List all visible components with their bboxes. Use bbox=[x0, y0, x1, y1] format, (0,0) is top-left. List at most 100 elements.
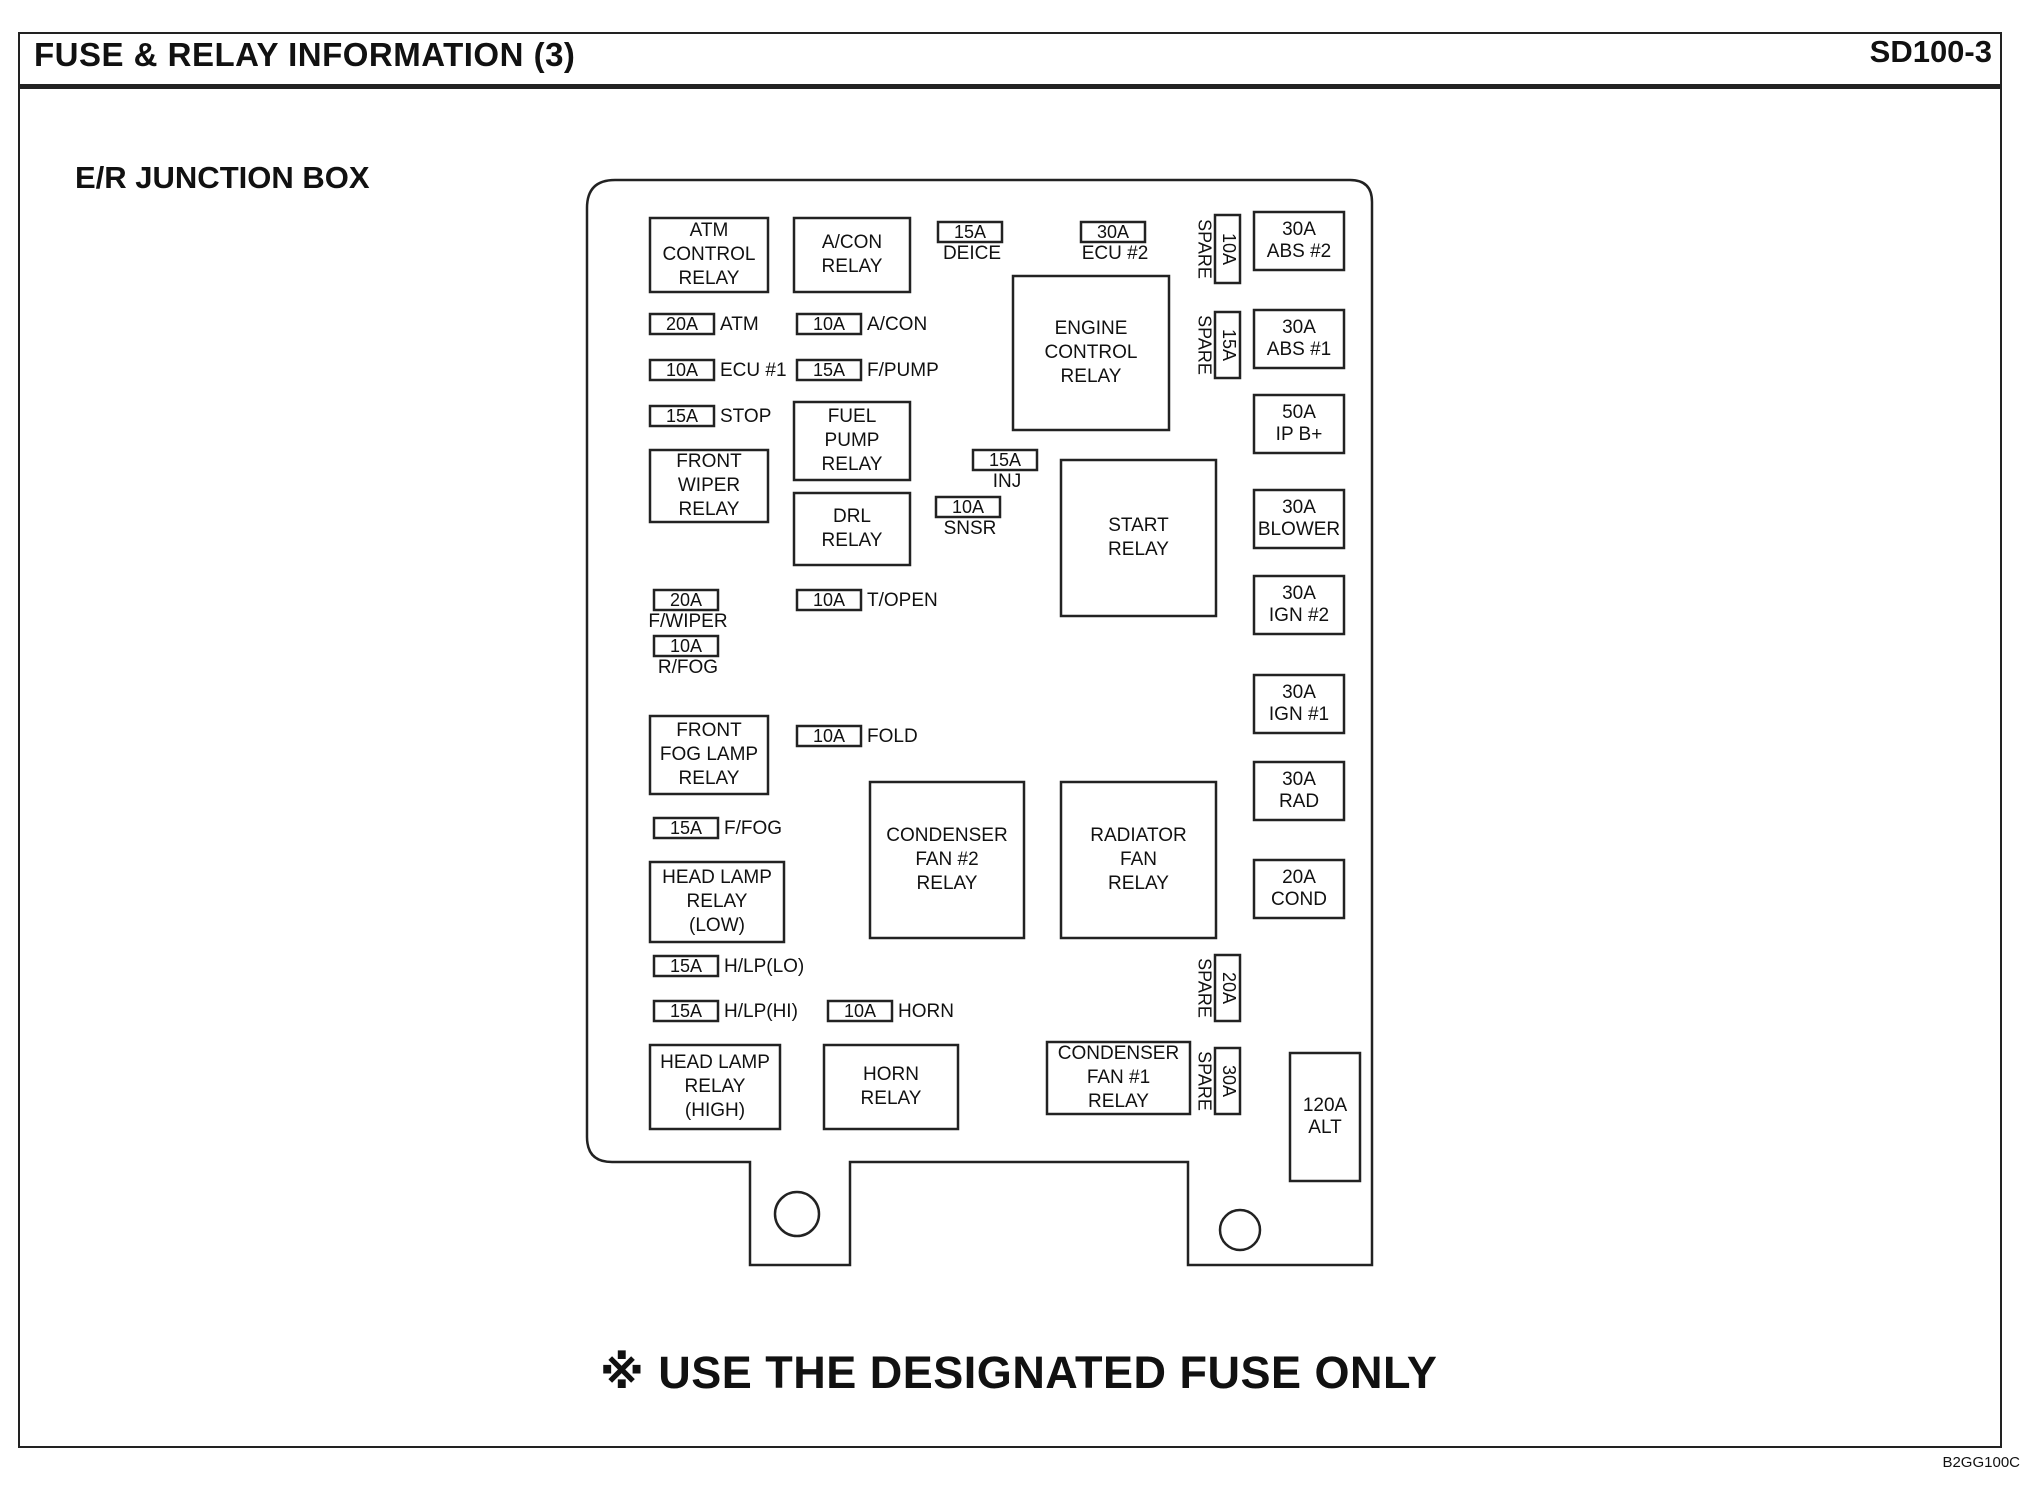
relay-label-line: RELAY bbox=[822, 530, 883, 551]
relay-label-line: FUEL bbox=[828, 406, 877, 427]
junction-box-outline bbox=[585, 178, 1374, 1267]
relay-label-line: RELAY bbox=[679, 268, 740, 289]
fusible-link-box bbox=[1252, 858, 1346, 920]
horn-relay: HORN RELAY bbox=[822, 1043, 960, 1131]
fusible-link-box bbox=[1252, 393, 1346, 455]
fusible-link-amp: 30A bbox=[1282, 317, 1316, 338]
fuse-amp: 10A bbox=[666, 360, 698, 380]
relay-label-line: HORN bbox=[863, 1064, 919, 1085]
page-code: SD100-3 bbox=[1869, 34, 1992, 69]
fuse-amp: 15A bbox=[989, 450, 1021, 470]
relay-box bbox=[792, 216, 912, 294]
spare-fuse-label: SPARE bbox=[1194, 958, 1214, 1018]
fuse-amp: 15A bbox=[954, 222, 986, 242]
mounting-hole-right bbox=[1218, 1208, 1262, 1252]
fuse-label: F/FOG bbox=[724, 818, 782, 839]
fuse-amp: 15A bbox=[670, 818, 702, 838]
fuse-amp: 10A bbox=[670, 636, 702, 656]
fuse-box bbox=[795, 358, 863, 382]
drl-relay: DRL RELAY bbox=[792, 491, 912, 567]
fusible-link-amp: 30A bbox=[1282, 769, 1316, 790]
relay-label-line: PUMP bbox=[825, 430, 880, 451]
spare-fuse-box bbox=[1213, 213, 1242, 285]
fusible-link-amp: 50A bbox=[1282, 402, 1316, 423]
fuse-stop: 15A STOP bbox=[648, 404, 771, 428]
image-code: B2GG100C bbox=[1942, 1454, 2020, 1471]
fuse-box bbox=[652, 634, 720, 658]
relay-label-line: WIPER bbox=[678, 475, 740, 496]
relay-label-line: CONTROL bbox=[663, 244, 756, 265]
fusible-link-amp: 30A bbox=[1282, 583, 1316, 604]
fuse-box bbox=[971, 448, 1039, 472]
atm-control-relay: ATM CONTROL RELAY bbox=[648, 216, 770, 294]
fuse-label: F/PUMP bbox=[867, 360, 939, 381]
relay-label-line: RELAY bbox=[687, 891, 748, 912]
relay-label-line: RADIATOR bbox=[1090, 825, 1186, 846]
fusible-link-amp: 30A bbox=[1282, 497, 1316, 518]
fusible-link-box bbox=[1252, 760, 1346, 822]
fusible-link-label: BLOWER bbox=[1258, 519, 1340, 540]
fuse-ecu1: 10A ECU #1 bbox=[648, 358, 787, 382]
spare-fuse-label: SPARE bbox=[1194, 1051, 1214, 1111]
relay-label-line: CONDENSER bbox=[1058, 1043, 1179, 1064]
fuse-box bbox=[795, 588, 863, 612]
fuse-label: R/FOG bbox=[658, 657, 718, 678]
relay-box bbox=[1045, 1040, 1192, 1116]
relay-label-line: RELAY bbox=[1108, 539, 1169, 560]
relay-label-line: HEAD LAMP bbox=[660, 1052, 770, 1073]
relay-label-line: ENGINE bbox=[1055, 318, 1128, 339]
fuse-label: A/CON bbox=[867, 314, 927, 335]
fuse-amp: 15A bbox=[813, 360, 845, 380]
page-title: FUSE & RELAY INFORMATION (3) bbox=[34, 36, 576, 73]
fusible-link-box bbox=[1252, 210, 1346, 272]
fuse-ffog: 15A F/FOG bbox=[652, 816, 782, 840]
mounting-hole-left bbox=[773, 1190, 821, 1238]
relay-label-line: DRL bbox=[833, 506, 871, 527]
fuse-box bbox=[936, 220, 1004, 244]
fuse-box bbox=[934, 495, 1002, 519]
fuse-box bbox=[652, 588, 720, 612]
relay-box bbox=[648, 1043, 782, 1131]
relay-label-line: (HIGH) bbox=[685, 1100, 745, 1121]
fusible-link-label: IGN #2 bbox=[1269, 605, 1329, 626]
fuse-label: STOP bbox=[720, 406, 771, 427]
fuse-label: INJ bbox=[993, 471, 1022, 492]
spare-fuse-amp: 15A bbox=[1219, 329, 1239, 361]
fusible-link-box bbox=[1252, 574, 1346, 636]
fuse-amp: 15A bbox=[666, 406, 698, 426]
relay-box bbox=[822, 1043, 960, 1131]
relay-label-line: FAN #1 bbox=[1087, 1067, 1150, 1088]
fuse-amp: 15A bbox=[670, 956, 702, 976]
fuse-label: ECU #1 bbox=[720, 360, 787, 381]
relay-label-line: RELAY bbox=[861, 1088, 922, 1109]
fusible-link-box bbox=[1252, 308, 1346, 370]
fuse-amp: 20A bbox=[670, 590, 702, 610]
relay-label-line: ATM bbox=[690, 220, 729, 241]
relay-box bbox=[792, 491, 912, 567]
fusible-link-label: IP B+ bbox=[1276, 424, 1323, 445]
relay-label-line: RELAY bbox=[1108, 873, 1169, 894]
fuse-label: HORN bbox=[898, 1001, 954, 1022]
relay-label-line: (LOW) bbox=[689, 915, 745, 936]
fuse-label: ECU #2 bbox=[1082, 243, 1149, 264]
